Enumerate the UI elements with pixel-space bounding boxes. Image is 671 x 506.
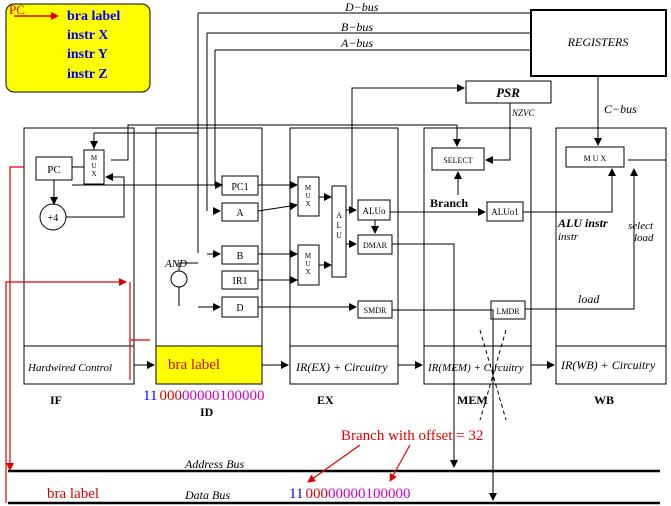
a-bus-label: A−bus xyxy=(340,36,373,50)
c-bus-label: C−bus xyxy=(604,102,637,116)
legend-pc-label: PC xyxy=(9,2,25,17)
aluo-register xyxy=(357,199,391,221)
legend-box: PC bra label instr X instr Y instr Z xyxy=(5,2,151,93)
alu-instr-label: ALU instr xyxy=(557,216,608,230)
b-label: B xyxy=(237,251,244,262)
and-label: AND xyxy=(164,258,187,270)
legend-line-3: instr Y xyxy=(67,47,108,62)
if-bar-label: Hardwired Control xyxy=(27,362,112,374)
top-buses xyxy=(197,12,531,253)
legend-line-2: instr X xyxy=(67,28,108,43)
ex-bar-label: IR(EX) + Circuitry xyxy=(295,360,388,374)
select-load-label: select xyxy=(628,220,654,232)
and-gate xyxy=(170,270,188,288)
wb-bar-label: IR(WB) + Circuitry xyxy=(560,358,656,372)
id-bar xyxy=(155,345,263,385)
wiring xyxy=(8,76,666,505)
load-sub-label: load xyxy=(634,232,654,244)
plus4-label: +4 xyxy=(48,213,59,224)
b-bus-label: B−bus xyxy=(341,20,373,34)
pc-register-label: PC xyxy=(47,164,60,176)
stage-wb: WB xyxy=(594,393,614,407)
branch-label: Branch xyxy=(430,196,468,210)
select-label: SELECT xyxy=(443,156,472,165)
select-unit xyxy=(431,147,485,171)
aluo1-label: ALUo1 xyxy=(491,207,519,217)
legend-line-4: instr Z xyxy=(67,67,108,82)
branch-offset-note: Branch with offset = 32 xyxy=(341,428,483,444)
d-label: D xyxy=(236,303,243,314)
aluo-label: ALUo xyxy=(363,206,386,216)
b-register xyxy=(221,245,259,265)
id-binary-p2: 000 xyxy=(159,388,182,404)
red-arrows xyxy=(5,166,411,503)
dmar-label: DMAR xyxy=(363,241,388,250)
psr-label: PSR xyxy=(496,85,520,100)
stage-if: IF xyxy=(50,393,62,407)
address-bus-label: Address Bus xyxy=(184,457,245,471)
wb-mux-label: M U X xyxy=(584,154,607,163)
psr-box xyxy=(465,80,552,104)
bus-binary-p3: 00000100000 xyxy=(328,486,411,502)
registers-box xyxy=(530,9,667,77)
instr-label: instr xyxy=(558,231,579,243)
data-bus-label: Data Bus xyxy=(184,488,230,502)
d-bus-label: D−bus xyxy=(344,0,379,14)
a-register xyxy=(221,202,259,222)
wb-mux xyxy=(565,146,625,168)
alu-unit xyxy=(331,185,347,278)
stage-id: ID xyxy=(200,405,214,419)
mem-bar-label: IR(MEM) + Circuitry xyxy=(427,362,524,374)
ir1-label: IR1 xyxy=(233,276,248,287)
pc1-label: PC1 xyxy=(231,182,248,193)
smdr-label: SMDR xyxy=(364,306,387,315)
legend-line-1: bra label xyxy=(67,9,120,24)
id-bar-label: bra label xyxy=(168,357,220,373)
registers-label: REGISTERS xyxy=(567,35,629,49)
load-label: load xyxy=(578,292,600,306)
bottom-bra-label: bra label xyxy=(47,486,99,502)
nzvc-label: NZVC xyxy=(511,108,536,118)
bus-binary-p1: 11 xyxy=(289,486,303,502)
lmdr-label: LMDR xyxy=(496,307,520,316)
mem-dashed-lines xyxy=(479,329,507,421)
id-binary-p1: 11 xyxy=(143,388,157,404)
id-binary-p3: 00000100000 xyxy=(182,388,265,404)
bus-binary-p2: 000 xyxy=(305,486,328,502)
stage-ex: EX xyxy=(317,393,334,407)
stage-mem: MEM xyxy=(457,393,488,407)
a-label: A xyxy=(236,208,244,219)
